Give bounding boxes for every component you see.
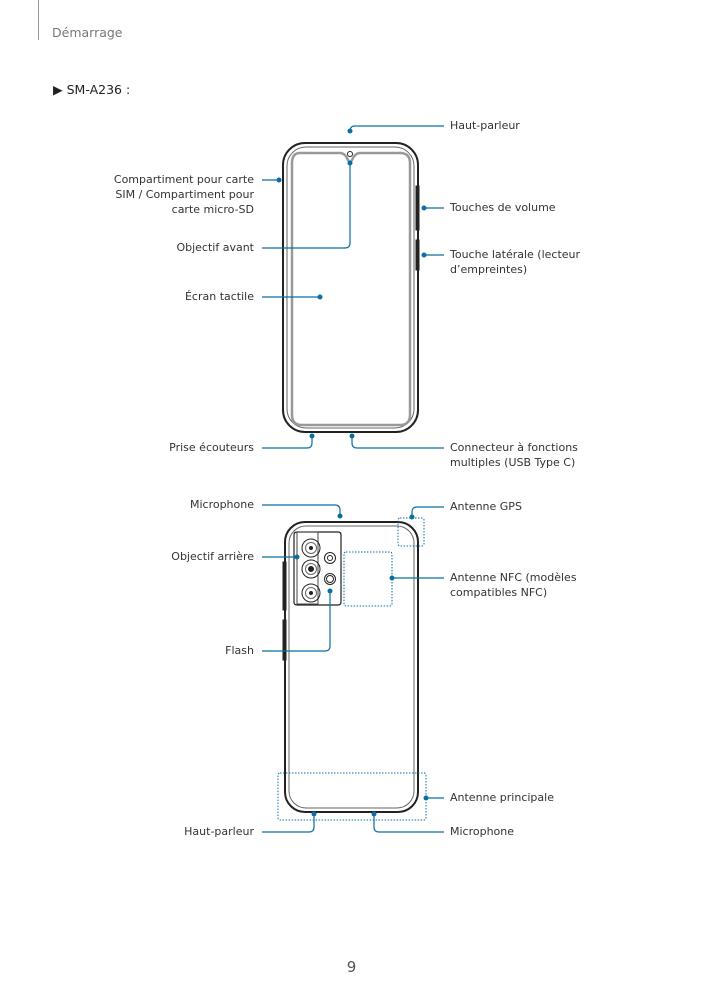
label-front-camera: Objectif avant	[176, 241, 254, 254]
callout-lines	[262, 125, 444, 833]
back-phone	[282, 521, 419, 813]
label-top-microphone: Microphone	[189, 498, 254, 511]
label-flash: Flash	[225, 644, 254, 657]
arrow-marker-icon: ▶	[53, 82, 63, 97]
section-title: Démarrage	[52, 25, 123, 40]
label-volume-keys: Touches de volume	[450, 201, 556, 214]
page-number: 9	[346, 958, 357, 976]
label-gps-antenna: Antenne GPS	[450, 500, 522, 513]
antenna-zones	[277, 517, 427, 821]
header-divider	[38, 0, 39, 40]
front-phone	[282, 142, 420, 433]
model-heading: ▶ SM-A236 :	[53, 82, 130, 97]
label-main-antenna: Antenne principale	[450, 791, 554, 804]
label-earphone-jack: Prise écouteurs	[169, 441, 254, 454]
label-back-speaker: Haut-parleur	[184, 825, 254, 838]
rear-lenses	[301, 538, 336, 603]
callout-dots	[276, 128, 429, 817]
label-rear-camera: Objectif arrière	[171, 550, 254, 563]
label-front-speaker: Haut-parleur	[450, 119, 520, 132]
label-bottom-microphone: Microphone	[450, 825, 515, 838]
model-name: SM-A236 :	[66, 82, 131, 97]
label-touchscreen: Écran tactile	[184, 290, 254, 303]
